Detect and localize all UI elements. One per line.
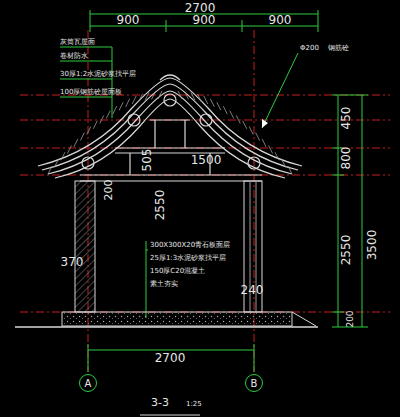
dimension-text: 505 <box>141 149 153 172</box>
note-text: 25厚1:3水泥砂浆找平层 <box>150 255 226 262</box>
note-text: 素土夯实 <box>150 281 178 288</box>
dimension-text: 3500 <box>366 230 378 261</box>
dimension-text: 200 <box>346 310 355 327</box>
dimension-text: 1500 <box>191 154 222 166</box>
dimension-text: 2700 <box>155 352 186 364</box>
note-text: 150厚C20混凝土 <box>150 268 205 275</box>
note-text: 300X300X20青石板面层 <box>150 242 230 249</box>
dimension-text: 2550 <box>154 190 166 221</box>
note-text: 卷材防水 <box>60 53 88 60</box>
dimension-text: 900 <box>117 14 140 26</box>
dimension-text: 240 <box>241 284 264 296</box>
axis-bubble: B <box>245 374 263 392</box>
dimension-text: 2700 <box>185 2 216 14</box>
note-text: 30厚1:2水泥砂浆找平层 <box>60 71 136 78</box>
dimension-text: 3-3 <box>151 397 169 408</box>
note-text: 灰筒瓦屋面 <box>60 39 95 46</box>
axis-bubble: A <box>79 374 97 392</box>
note-text: Φ200 <box>300 45 319 52</box>
axis-label: B <box>251 378 258 389</box>
dimension-text: 900 <box>269 14 292 26</box>
dimension-text: 900 <box>193 14 216 26</box>
dimension-text: 2550 <box>340 235 352 266</box>
note-text: 钢筋砼 <box>328 45 349 52</box>
dimension-text: 450 <box>340 107 352 130</box>
dimension-text: 370 <box>61 256 84 268</box>
dimension-text: 200 <box>103 180 114 201</box>
note-text: 1:25 <box>186 401 202 408</box>
dimension-text: 800 <box>340 147 352 170</box>
axis-label: A <box>85 378 92 389</box>
note-text: 100厚钢筋砼屋面板 <box>60 89 122 96</box>
